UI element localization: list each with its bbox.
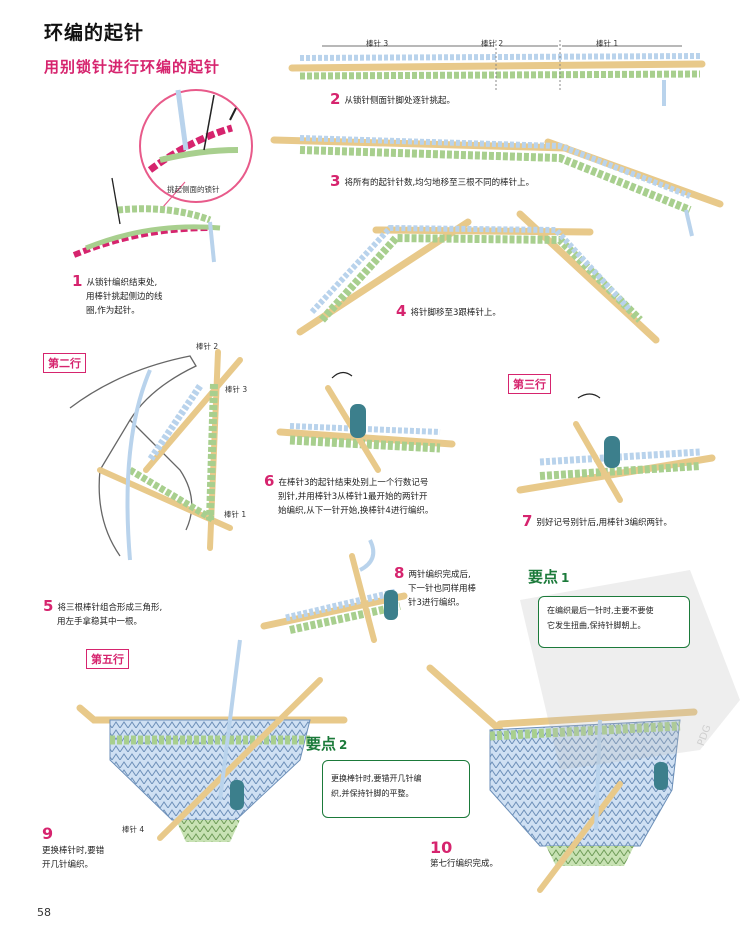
row-tag-fifth: 第五行 xyxy=(86,649,129,669)
step-number-9: 9 xyxy=(42,824,54,843)
needle-label-2-step2: 棒针 2 xyxy=(481,39,504,48)
needle-label-4-step9: 棒针 4 xyxy=(122,825,145,834)
page-subtitle: 用别锁针进行环编的起针 xyxy=(44,58,221,76)
page-title: 环编的起针 xyxy=(44,22,145,44)
illustration-step-6 xyxy=(276,371,456,473)
needle-label-1-step5: 棒针 1 xyxy=(224,510,247,519)
illustration-step-5 xyxy=(69,349,243,561)
illustration-step-8 xyxy=(260,539,408,643)
needle-label-3-step5: 棒针 3 xyxy=(225,385,248,394)
row-tag-second: 第二行 xyxy=(43,353,86,373)
step-caption-9: 更换棒针时,要错 开几针编织。 xyxy=(42,846,105,870)
illustration-step-9 xyxy=(76,639,348,842)
point-2-box: 更换棒针时,要错开几针编 织,并保持针脚的平整。 xyxy=(322,760,470,818)
row-tag-third: 第三行 xyxy=(508,374,551,394)
illustration-step-7 xyxy=(516,393,716,503)
page-number: 58 xyxy=(37,906,51,919)
point-1-box: 在编织最后一针时,主要不要使 它发生扭曲,保持针脚朝上。 xyxy=(538,596,690,648)
illustration-step-1 xyxy=(72,89,253,263)
needle-label-1-step2: 棒针 1 xyxy=(596,39,619,48)
illustration-step-4 xyxy=(296,210,660,344)
illustration-step-10 xyxy=(426,664,698,893)
needle-label-2-step5: 棒针 2 xyxy=(196,342,219,351)
needle-label-3-step2: 棒针 3 xyxy=(366,39,389,48)
illustration-step-2 xyxy=(288,40,706,106)
step-caption-10: 第七行编织完成。 xyxy=(430,859,499,869)
step-number-10: 10 xyxy=(430,838,453,857)
magnifier-callout: 挑起侧面的锁针 xyxy=(167,185,220,194)
illustration-step-3 xyxy=(270,135,724,237)
